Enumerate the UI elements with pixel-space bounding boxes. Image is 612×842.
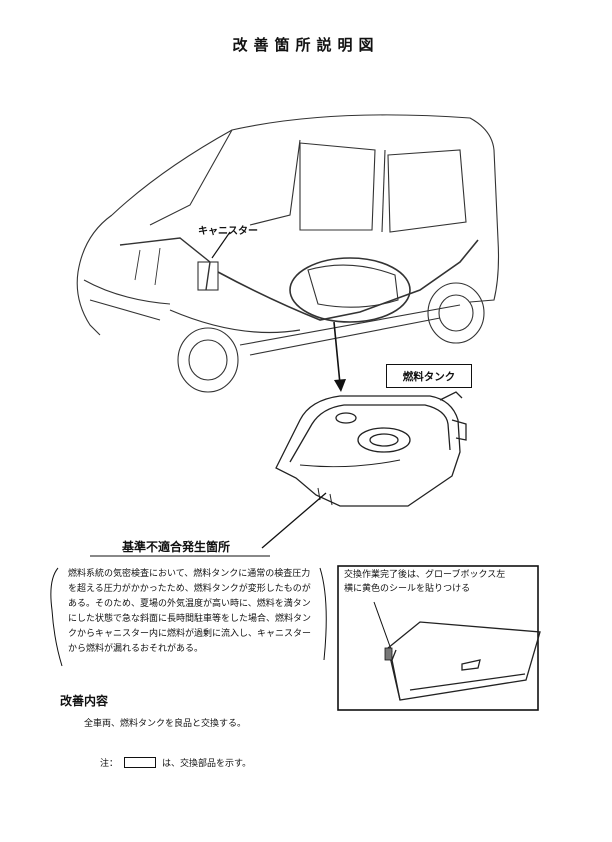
defect-bracket-right xyxy=(319,567,327,661)
fuel-tank-label-box: 燃料タンク xyxy=(386,364,472,388)
glovebox-leader xyxy=(373,601,393,653)
car-illustration xyxy=(76,114,500,393)
improvement-heading: 改善内容 xyxy=(60,694,109,708)
canister-leader xyxy=(211,231,231,259)
fuel-tank-label: 燃料タンク xyxy=(402,370,456,383)
fuel-tank-drawing xyxy=(275,391,467,507)
footnote-prefix: 注： xyxy=(100,759,119,769)
sticker-instruction: 交換作業完了後は、グローブボックス左横に黄色のシールを貼りつける xyxy=(344,570,506,594)
defect-leader xyxy=(261,492,327,549)
defect-description: 燃料系統の気密検査において、燃料タンクに通常の検査圧力を超える圧力がかかったため… xyxy=(68,569,312,654)
footnote-suffix: は、交換部品を示す。 xyxy=(162,759,252,769)
canister-label: キャニスター xyxy=(198,226,258,237)
defect-location-label: 基準不適合発生箇所 xyxy=(122,540,231,554)
tank-arrow xyxy=(333,321,346,392)
page-title: 改善箇所説明図 xyxy=(232,36,380,54)
replacement-part-legend-box xyxy=(124,757,157,768)
footnote: 注： は、交換部品を示す。 xyxy=(100,756,251,769)
defect-bracket-left xyxy=(50,567,63,667)
improvement-text: 全車両、燃料タンクを良品と交換する。 xyxy=(84,719,247,729)
glovebox-drawing xyxy=(384,621,541,701)
